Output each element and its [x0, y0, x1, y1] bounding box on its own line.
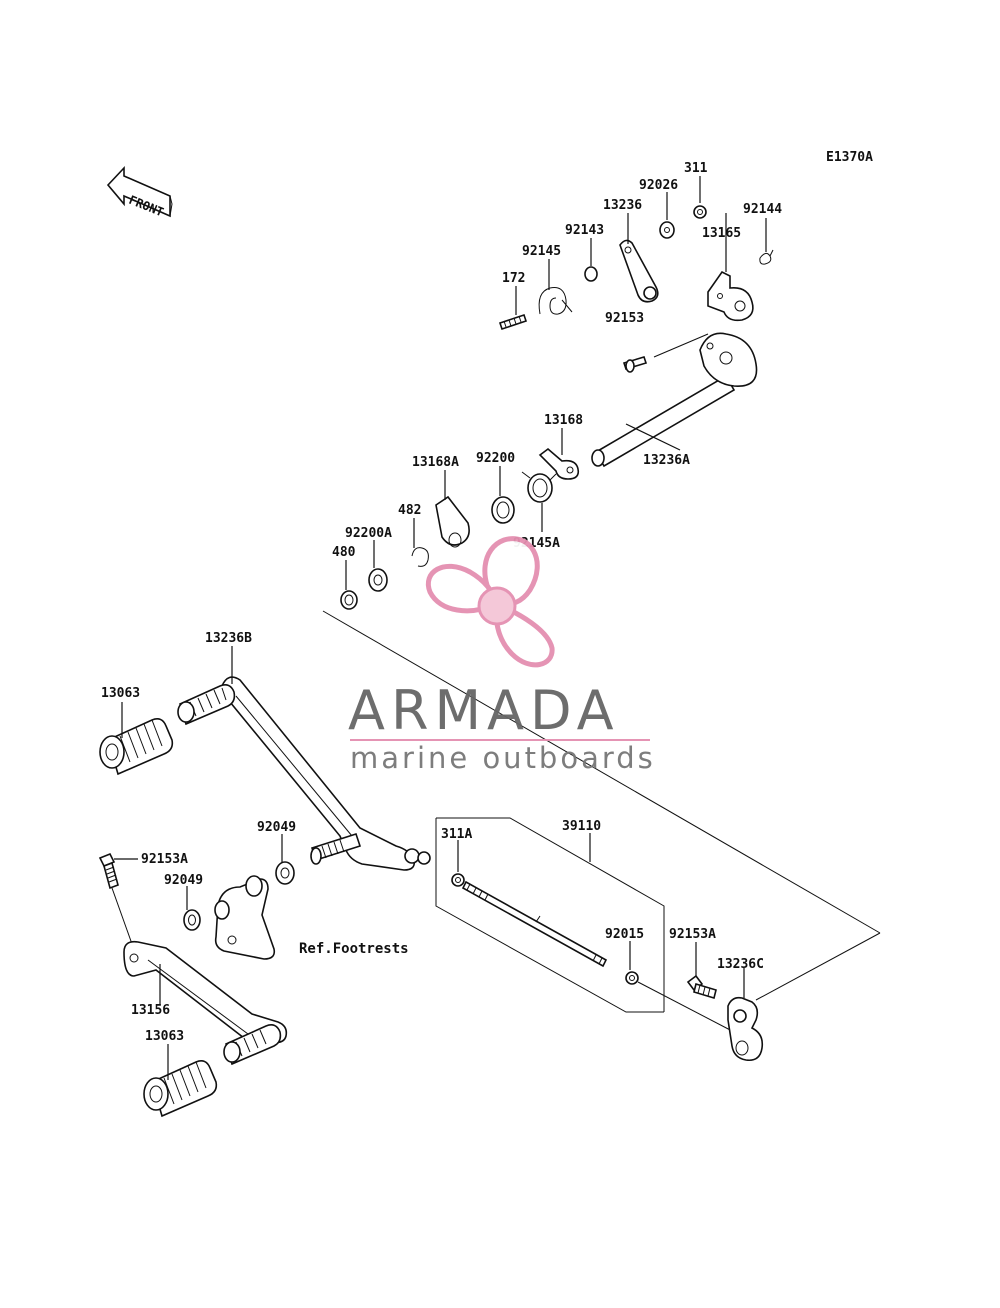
part-92015-nut — [625, 971, 639, 985]
propeller-hub — [477, 586, 517, 626]
label-13156: 13156 — [131, 1003, 170, 1018]
label-13236C: 13236C — [717, 957, 764, 972]
label-13063-bottom: 13063 — [145, 1029, 184, 1044]
label-13236B: 13236B — [205, 631, 252, 646]
label-482: 482 — [398, 503, 421, 518]
diagram-code: E1370A — [826, 150, 873, 165]
label-39110: 39110 — [562, 819, 601, 834]
watermark-tagline: marine outboards — [350, 741, 656, 775]
part-92145-spring — [538, 287, 573, 315]
part-92145A-spring — [521, 471, 557, 503]
front-arrow-icon: FRONT — [106, 165, 173, 219]
part-13165-plate — [707, 270, 754, 322]
part-92049-washer-lower — [183, 909, 201, 931]
part-tie-rod — [461, 880, 608, 968]
label-480: 480 — [332, 545, 356, 560]
part-92153A-bolt-right — [686, 974, 717, 1000]
label-13165: 13165 — [702, 226, 741, 241]
watermark-brand: ARMADA — [348, 679, 620, 742]
part-13236A-shift-shaft — [591, 332, 758, 468]
part-172-bolt — [498, 313, 528, 331]
part-311A-nut — [451, 873, 465, 887]
part-480-circlip — [340, 590, 358, 610]
propeller-logo-icon — [425, 536, 555, 668]
reference-note: Ref.Footrests — [299, 941, 409, 957]
assembly-guide-line — [322, 610, 881, 934]
label-92153: 92153 — [605, 311, 644, 326]
label-13063-top: 13063 — [101, 686, 140, 701]
label-92200: 92200 — [476, 451, 515, 466]
part-482-circlip — [411, 547, 429, 567]
part-pedal-peg-bottom — [223, 1024, 282, 1066]
part-13063-rubber-top — [99, 718, 174, 776]
label-13168A: 13168A — [412, 455, 459, 470]
part-92200-washer — [491, 496, 515, 524]
label-92200A: 92200A — [345, 526, 392, 541]
label-92143: 92143 — [565, 223, 604, 238]
part-13236C-lever — [727, 996, 764, 1062]
part-pedal-peg-top — [177, 684, 236, 726]
part-footrest-bracket — [214, 875, 276, 960]
label-311: 311 — [684, 161, 708, 176]
part-311-nut — [693, 205, 707, 219]
label-13236A: 13236A — [643, 453, 690, 468]
part-92143-collar — [584, 266, 598, 282]
label-92026: 92026 — [639, 178, 678, 193]
part-92049-washer-upper — [275, 861, 295, 885]
part-92153A-bolt-left — [98, 852, 119, 890]
label-92049-b: 92049 — [164, 873, 203, 888]
label-311A: 311A — [441, 827, 472, 842]
label-92153A-right: 92153A — [669, 927, 716, 942]
part-13168 — [538, 447, 580, 480]
part-13168A — [435, 495, 470, 548]
label-92153A-left: 92153A — [141, 852, 188, 867]
part-92200A-washer — [368, 568, 388, 592]
part-13156-pedal-lever — [123, 940, 288, 1044]
assembly-guide-line-2 — [755, 932, 881, 1001]
part-13236-arm — [619, 239, 659, 303]
armada-watermark: ARMADA marine outboards — [348, 536, 656, 775]
part-39110-tie-rod-group — [435, 817, 665, 1013]
label-92145: 92145 — [522, 244, 561, 259]
label-172: 172 — [502, 271, 525, 286]
label-92015: 92015 — [605, 927, 644, 942]
label-92144: 92144 — [743, 202, 782, 217]
part-92026-washer — [659, 221, 675, 239]
label-13236: 13236 — [603, 198, 642, 213]
label-92049-a: 92049 — [257, 820, 296, 835]
part-92144-spring — [759, 249, 774, 265]
part-13063-rubber-bottom — [143, 1060, 218, 1118]
label-13168: 13168 — [544, 413, 583, 428]
